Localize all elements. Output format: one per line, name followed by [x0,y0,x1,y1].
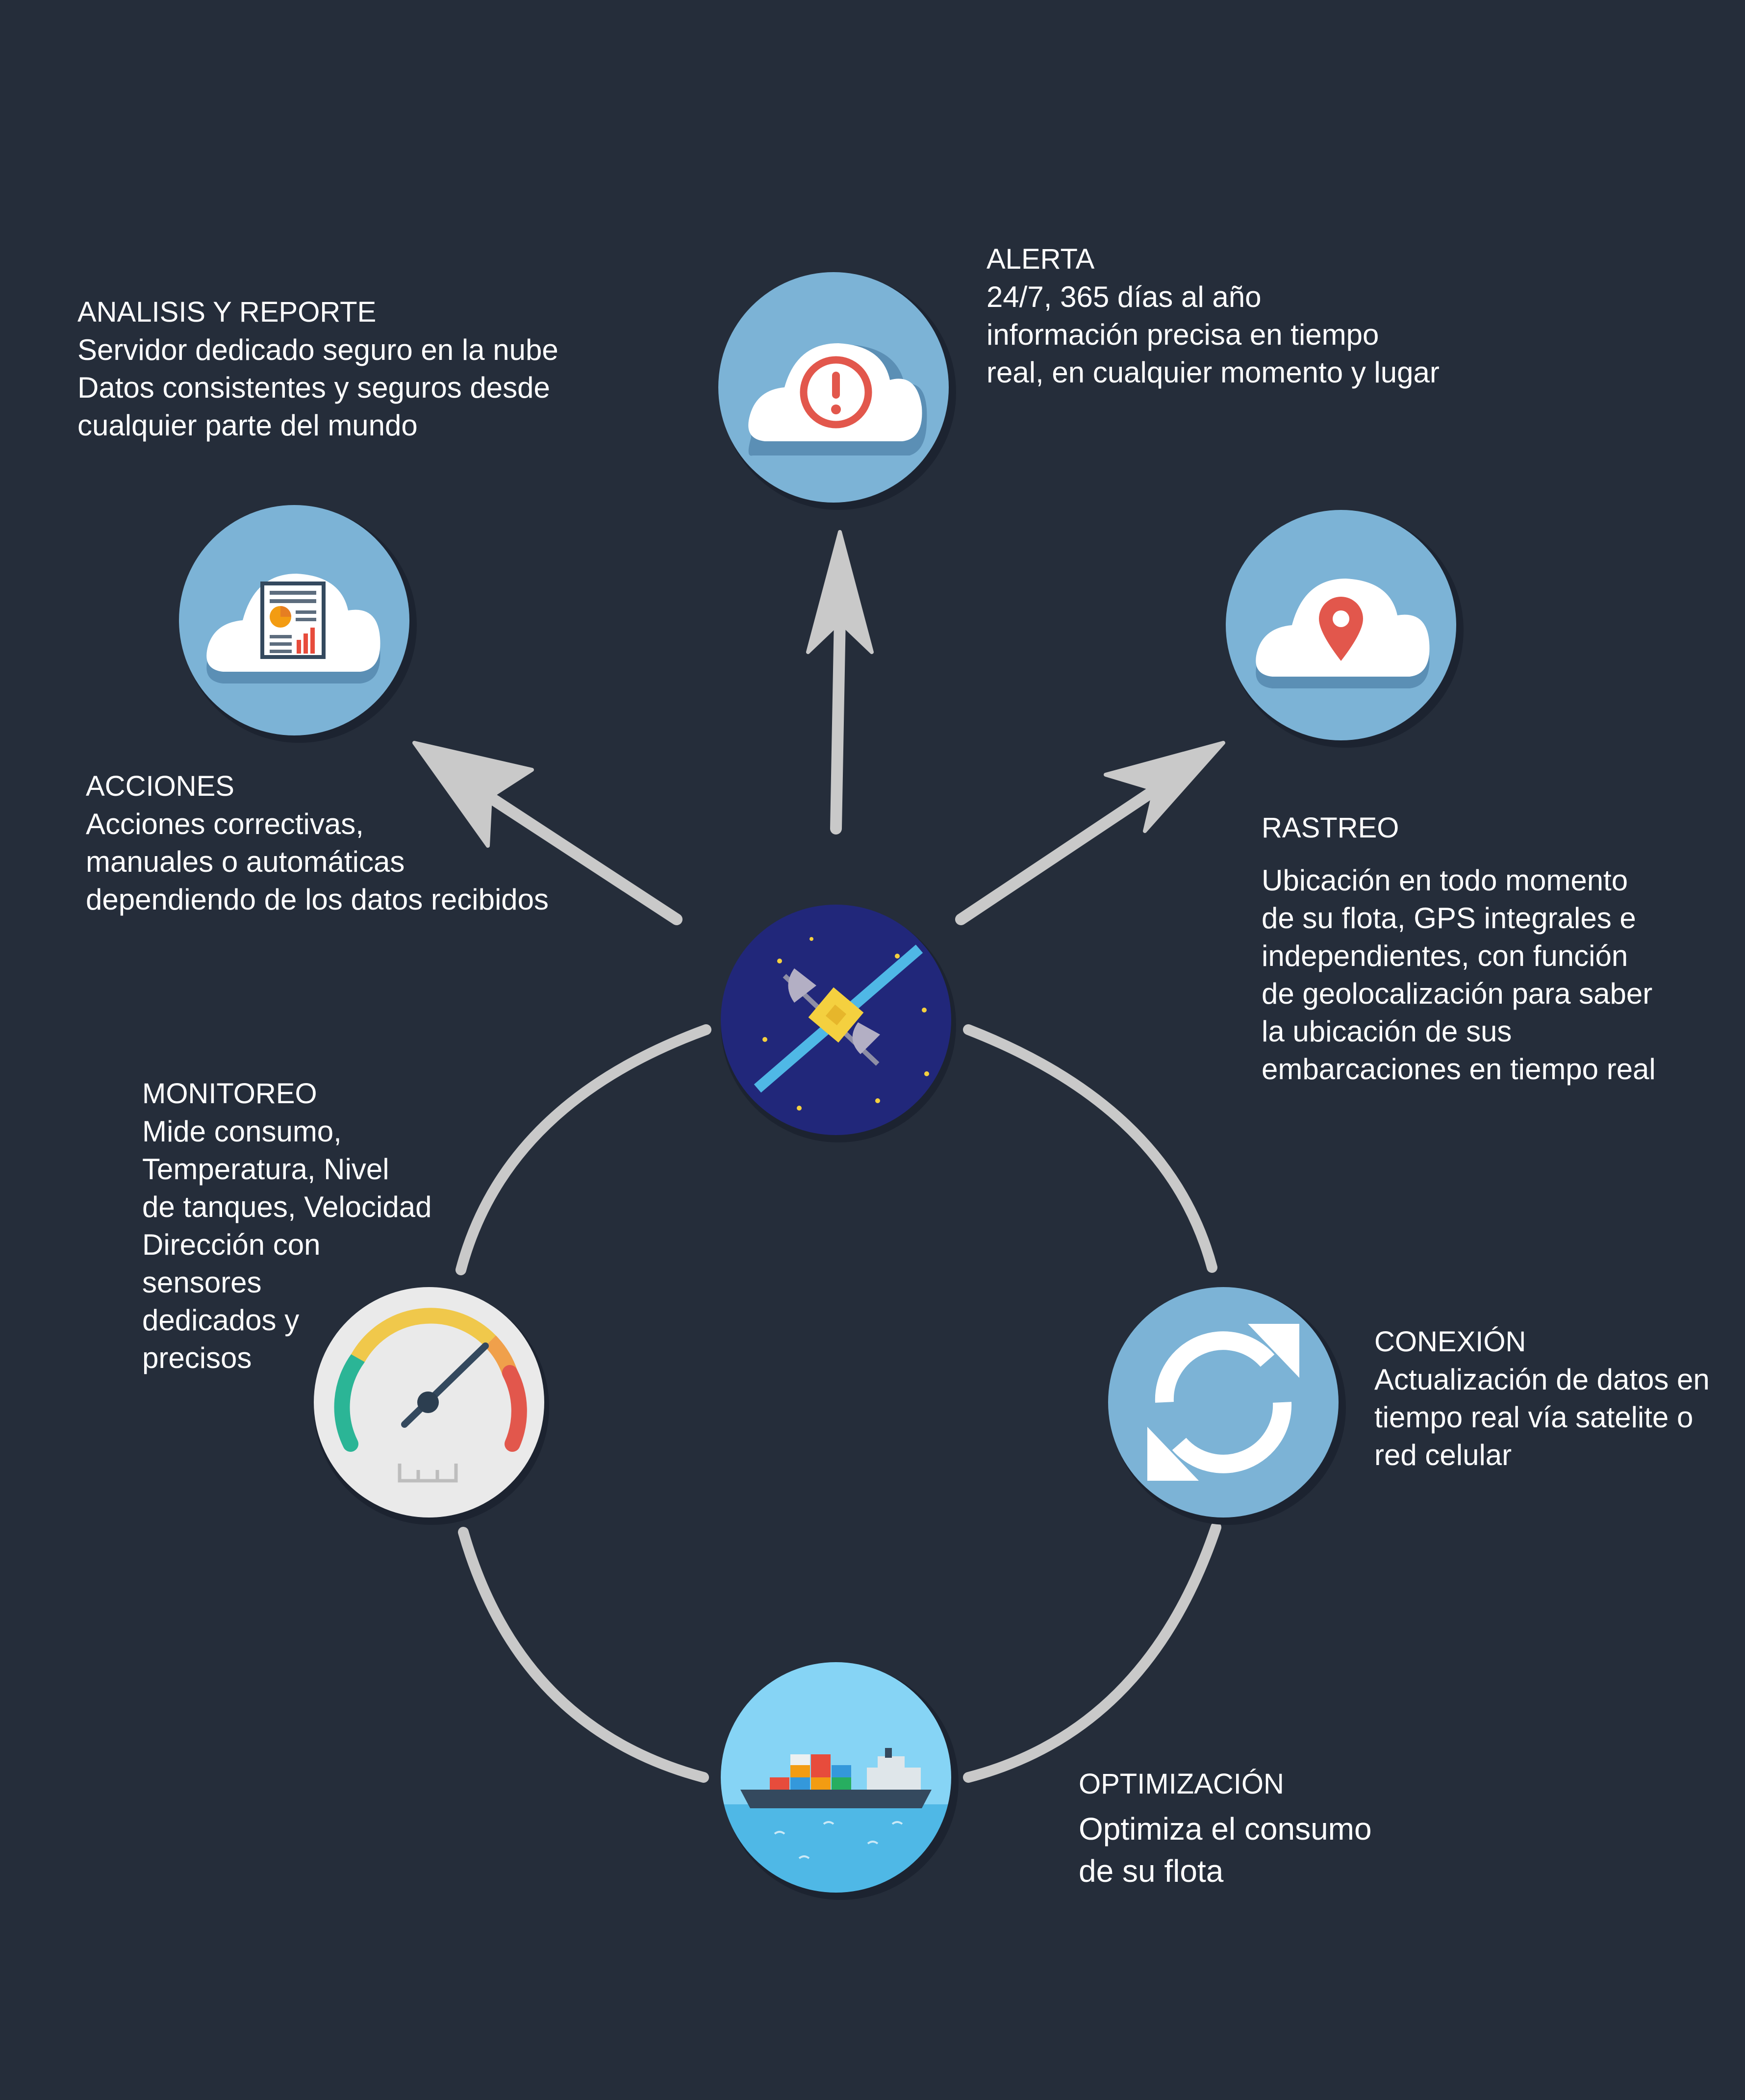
acciones-heading: ACCIONES [86,770,234,802]
arrow-left-head [412,741,534,848]
arrow-up-head [806,530,874,654]
gauge-node [314,1287,549,1525]
alerta-heading: ALERTA [986,243,1095,275]
report-cloud-icon [206,574,380,683]
acciones-body: Acciones correctivas, manuales o automát… [86,808,549,916]
satellite-node [721,905,956,1142]
optimizacion-body: Optimiza el consumo de su flota [1079,1811,1372,1889]
ring-arc-ship-to-gauge [458,1527,709,1783]
alert-node [718,272,956,510]
rastreo-text: RASTREO Ubicación en todo momento de su … [1262,809,1656,1088]
conexion-text: CONEXIÓN Actualización de datos en tiemp… [1374,1323,1710,1474]
analisis-body: Servidor dedicado seguro en la nube Dato… [77,333,558,442]
arrow-right-shaft [955,781,1165,925]
location-node [1226,510,1464,748]
optimizacion-heading: OPTIMIZACIÓN [1079,1768,1284,1800]
location-cloud-icon [1256,579,1430,688]
analisis-text: ANALISIS Y REPORTE Servidor dedicado seg… [77,293,558,444]
ring-arc-conexion-to-ship [963,1522,1221,1783]
acciones-text: ACCIONES Acciones correctivas, manuales … [86,767,549,918]
ship-node [721,1662,959,1900]
sync-icon [1147,1324,1299,1481]
rastreo-heading: RASTREO [1262,812,1399,844]
speedometer-icon [334,1308,527,1483]
cycle-ring [455,1024,1221,1783]
monitoreo-text: MONITOREO Mide consumo, Temperatura, Niv… [142,1075,431,1377]
arrow-right-head [1104,741,1225,833]
monitoreo-body: Mide consumo, Temperatura, Nivel de tanq… [142,1115,432,1374]
alerta-body: 24/7, 365 días al año información precis… [986,280,1440,389]
conexion-heading: CONEXIÓN [1374,1326,1526,1358]
satellite-icon [754,937,929,1111]
arrows [412,530,1225,925]
arrow-left-shaft [480,788,683,925]
ring-arc-satellite-to-conexion [963,1024,1217,1273]
report-node [179,505,417,743]
arrow-up-shaft [830,612,846,835]
ring-arc-gauge-to-satellite [455,1024,711,1275]
cargo-ship-icon [740,1748,932,1859]
monitoreo-heading: MONITOREO [142,1078,317,1110]
alert-cloud-icon [748,343,927,456]
rastreo-body: Ubicación en todo momento de su flota, G… [1262,864,1656,1086]
optimizacion-text: OPTIMIZACIÓN Optimiza el consumo de su f… [1079,1765,1372,1892]
analisis-heading: ANALISIS Y REPORTE [77,296,377,328]
sync-node [1108,1287,1346,1525]
alerta-text: ALERTA 24/7, 365 días al año información… [986,240,1440,391]
conexion-body: Actualización de datos en tiempo real ví… [1374,1363,1710,1471]
